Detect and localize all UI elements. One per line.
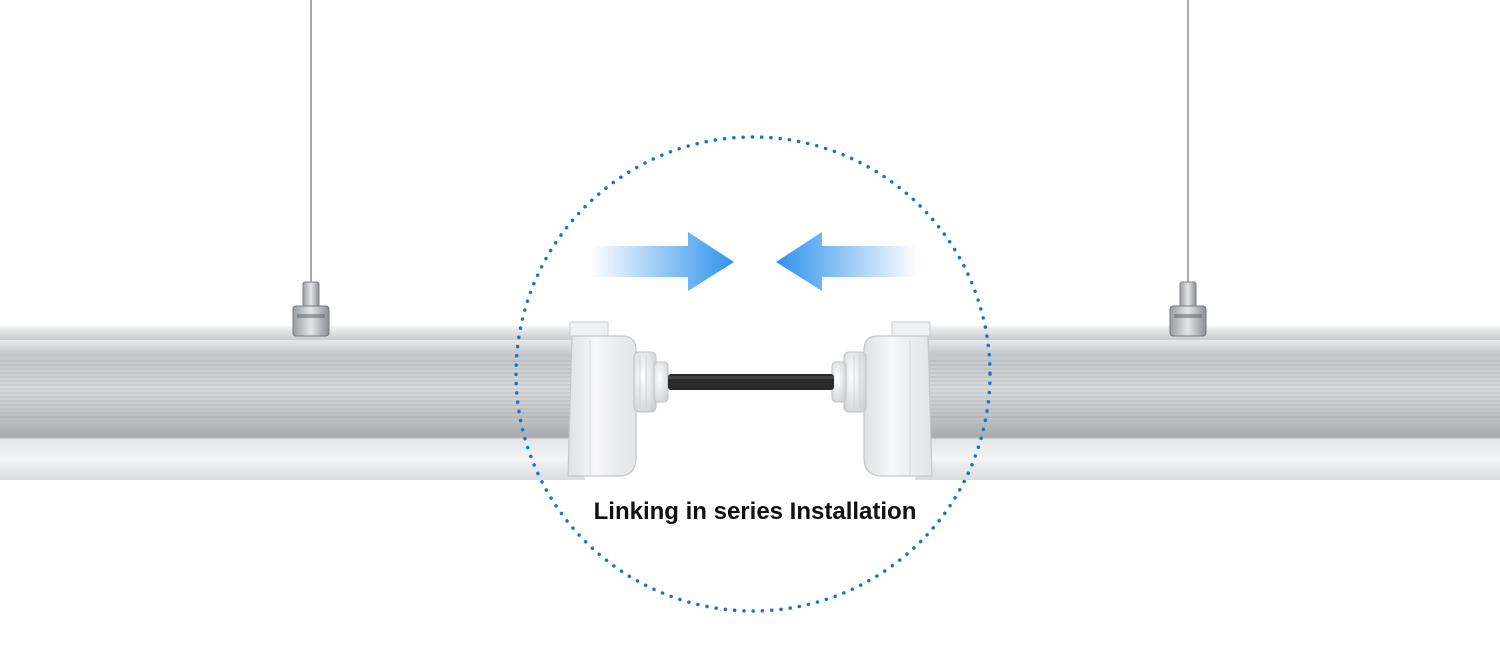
suspension-clamp-right	[1169, 281, 1207, 337]
arrow-right-icon	[590, 232, 734, 291]
cable-gland-left	[633, 351, 669, 413]
suspension-clamp-left	[292, 281, 330, 337]
highlight-dotted-circle	[514, 135, 992, 613]
left-fixture	[0, 326, 585, 480]
cable-gland-right	[831, 351, 867, 413]
end-cap-right	[863, 321, 933, 477]
right-fixture	[915, 326, 1500, 480]
end-cap-left	[567, 321, 637, 477]
installation-caption: Linking in series Installation	[593, 498, 917, 525]
arrow-left-icon	[776, 232, 918, 291]
